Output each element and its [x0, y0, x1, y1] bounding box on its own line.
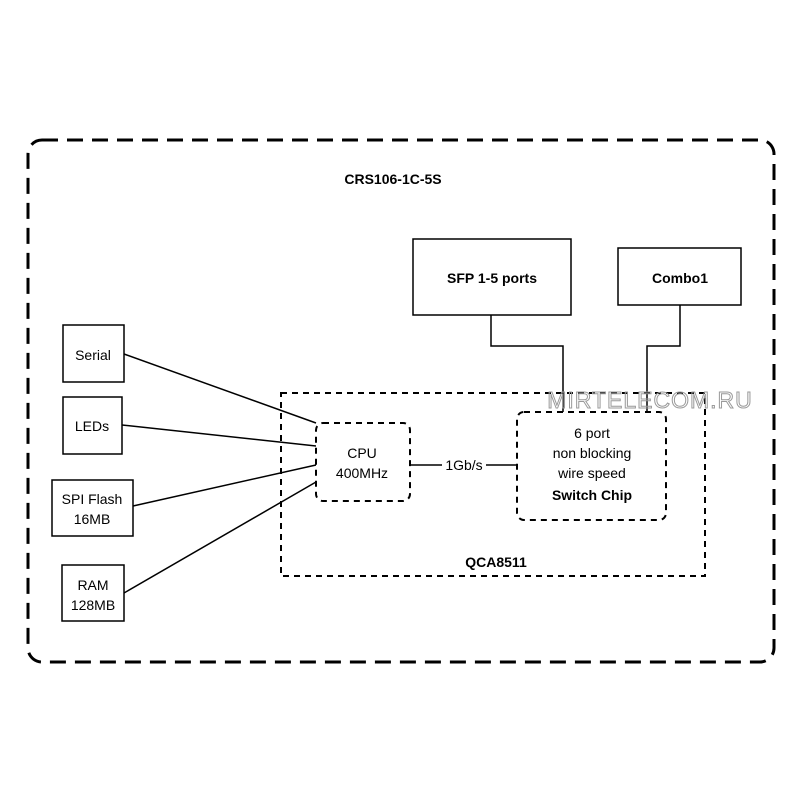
cpu-label: CPU [347, 445, 377, 461]
spi-flash-cpu-line [132, 464, 317, 507]
cpu-frequency: 400MHz [336, 465, 388, 481]
spi-flash-block: SPI Flash 16MB [51, 479, 134, 537]
device-title: CRS106-1C-5S [344, 171, 441, 187]
spi-flash-label: SPI Flash [62, 491, 123, 507]
switch-speed-label: wire speed [557, 465, 626, 481]
switch-chip-block: 6 port non blocking wire speed Switch Ch… [516, 411, 667, 521]
switch-blocking-label: non blocking [553, 445, 632, 461]
leds-label: LEDs [75, 418, 109, 434]
combo-port-label: Combo1 [652, 270, 708, 286]
switch-ports-label: 6 port [574, 425, 610, 441]
serial-cpu-line [123, 353, 317, 424]
watermark-text: MIRTELECOM.RU [547, 387, 753, 413]
ram-cpu-line [123, 481, 317, 594]
sfp-switch-connector [490, 315, 564, 412]
leds-block: LEDs [62, 396, 123, 455]
link-speed-label: 1Gb/s [445, 457, 482, 473]
serial-label: Serial [75, 347, 111, 363]
ram-block: RAM 128MB [61, 564, 125, 622]
switch-chip-label: Switch Chip [552, 487, 632, 503]
leds-cpu-line [121, 424, 317, 447]
combo-port-block: Combo1 [617, 247, 742, 306]
cpu-block: CPU 400MHz [315, 422, 411, 502]
combo-switch-connector [646, 305, 681, 412]
spi-flash-size: 16MB [74, 511, 111, 527]
sfp-ports-block: SFP 1-5 ports [412, 238, 572, 316]
sfp-ports-label: SFP 1-5 ports [447, 270, 537, 286]
ram-label: RAM [77, 577, 108, 593]
ram-size: 128MB [71, 597, 115, 613]
device-boundary [26, 138, 776, 664]
soc-label: QCA8511 [465, 554, 527, 570]
serial-block: Serial [62, 324, 125, 383]
soc-boundary [280, 392, 706, 577]
